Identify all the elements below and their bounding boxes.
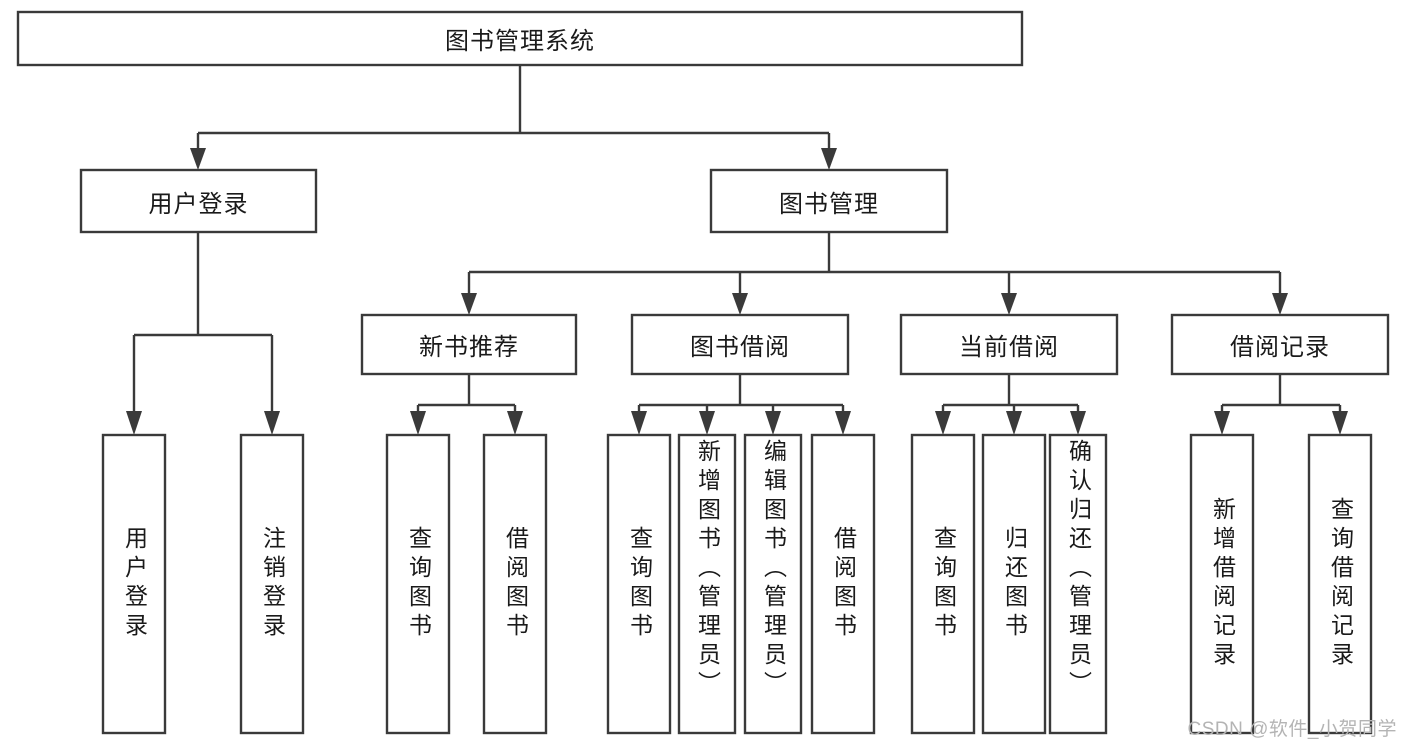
node-box-leaf-cb-confirm[interactable] <box>1048 433 1108 735</box>
node-box-leaf-bb-borrow[interactable] <box>810 433 876 735</box>
node-box-book-mgmt[interactable] <box>709 168 949 234</box>
arrow-head-leaf-user-login <box>126 411 142 435</box>
arrow-head-cb-return-book <box>1006 411 1022 435</box>
connector-group-user-login <box>126 232 280 435</box>
node-box-leaf-bb-add[interactable] <box>677 433 737 735</box>
node-box-new-book-rec[interactable] <box>360 313 578 376</box>
arrow-head-new-book-rec <box>461 293 477 315</box>
arrow-head-bb-add-book <box>699 411 715 435</box>
arrow-head-bb-query-book <box>631 411 647 435</box>
arrow-head-current-borrow <box>1001 293 1017 315</box>
arrow-head-br-add-record <box>1214 411 1230 435</box>
node-box-leaf-br-query[interactable] <box>1307 433 1373 735</box>
arrow-head-nbr-borrow-book <box>507 411 523 435</box>
arrow-head-cb-query-book <box>935 411 951 435</box>
connector-group-book-mgmt <box>461 232 1288 315</box>
connector-group-new-book-rec <box>410 374 523 435</box>
node-box-current-borrow[interactable] <box>899 313 1119 376</box>
connector-group-root <box>190 65 837 170</box>
node-box-book-borrow[interactable] <box>630 313 850 376</box>
arrow-head-book-mgmt <box>821 148 837 170</box>
node-box-leaf-user-login[interactable] <box>101 433 167 735</box>
arrow-head-nbr-query-book <box>410 411 426 435</box>
arrow-head-cb-confirm-return <box>1070 411 1086 435</box>
arrow-head-leaf-logout <box>264 411 280 435</box>
node-box-borrow-record[interactable] <box>1170 313 1390 376</box>
arrow-head-bb-edit-book <box>765 411 781 435</box>
node-box-leaf-cb-query[interactable] <box>910 433 976 735</box>
node-box-leaf-bb-query[interactable] <box>606 433 672 735</box>
connector-group-borrow-record <box>1214 374 1348 435</box>
node-box-leaf-cb-return[interactable] <box>981 433 1047 735</box>
connector-group-book-borrow <box>631 374 851 435</box>
arrow-head-borrow-record <box>1272 293 1288 315</box>
node-box-leaf-logout[interactable] <box>239 433 305 735</box>
watermark-text: CSDN @软件_小贺同学 <box>1187 719 1397 740</box>
node-box-leaf-nbr-borrow[interactable] <box>482 433 548 735</box>
node-box-leaf-bb-edit[interactable] <box>743 433 803 735</box>
connector-group-current-borrow <box>935 374 1086 435</box>
arrow-head-user-login <box>190 148 206 170</box>
arrow-head-br-query-record <box>1332 411 1348 435</box>
node-box-root[interactable] <box>16 10 1024 67</box>
node-box-leaf-br-add[interactable] <box>1189 433 1255 735</box>
node-box-user-login[interactable] <box>79 168 318 234</box>
arrow-head-book-borrow <box>732 293 748 315</box>
node-box-leaf-nbr-query[interactable] <box>385 433 451 735</box>
arrow-head-bb-borrow-book <box>835 411 851 435</box>
